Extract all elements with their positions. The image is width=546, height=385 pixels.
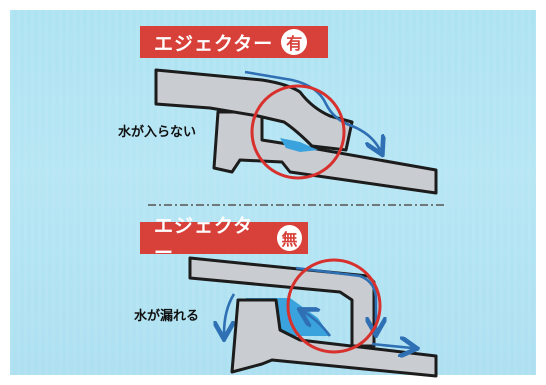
ejector-without-banner: エジェクター 無 xyxy=(140,215,308,264)
bottom-leak-arrow-left xyxy=(224,293,236,334)
without-badge: 無 xyxy=(276,225,302,251)
bottom-highlight-circle xyxy=(286,258,382,354)
top-water-pocket xyxy=(280,138,318,152)
ejector-without-title: エジェクター xyxy=(154,215,254,264)
diagram-panel xyxy=(10,10,536,375)
bottom-flow-arrow xyxy=(295,266,376,330)
bottom-lower-panel xyxy=(230,298,438,378)
top-lower-panel xyxy=(212,110,438,195)
water-leak-caption: 水が漏れる xyxy=(134,309,200,324)
bottom-exit-arrow xyxy=(371,344,412,348)
ejector-with-banner: エジェクター 有 xyxy=(140,26,328,58)
top-upper-panel xyxy=(154,68,354,152)
bottom-backflow-arrow xyxy=(304,312,332,337)
top-highlight-circle xyxy=(250,84,346,180)
with-badge: 有 xyxy=(281,29,308,55)
ejector-with-title: エジェクター xyxy=(154,32,274,55)
no-water-entry-caption: 水が入らない xyxy=(118,125,197,140)
